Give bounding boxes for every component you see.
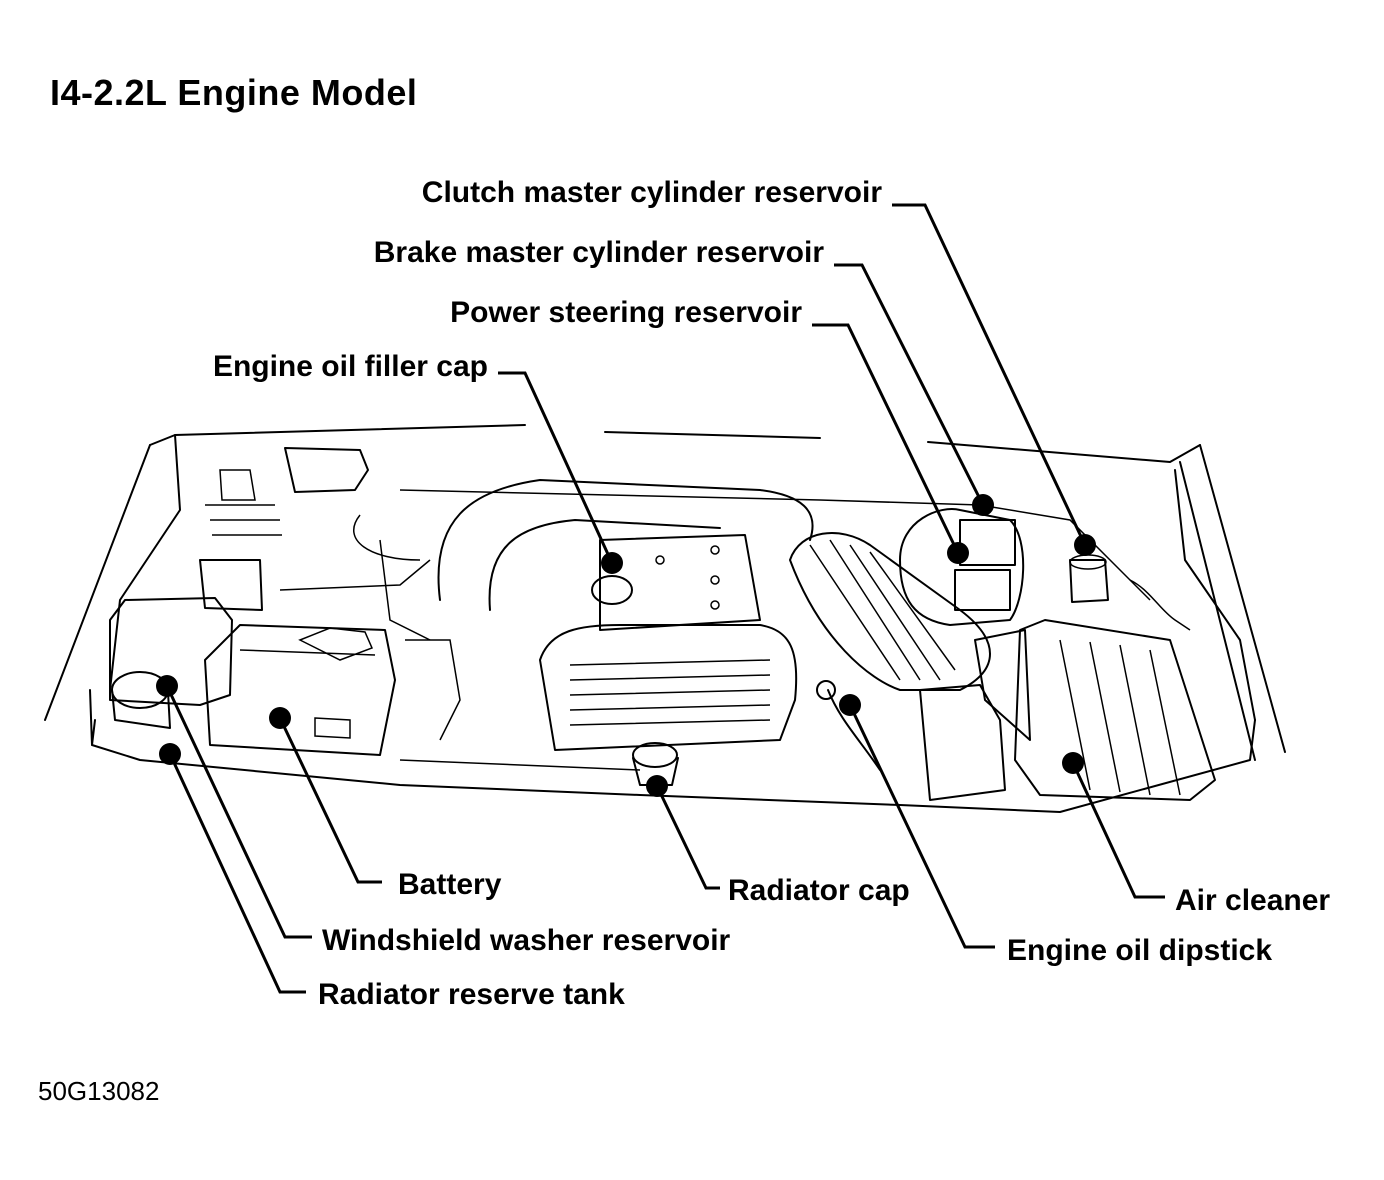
battery-shape	[204, 624, 396, 756]
leader-washer-reservoir	[165, 685, 312, 939]
label-air-cleaner: Air cleaner	[1175, 884, 1330, 917]
label-engine-oil-dipstick: Engine oil dipstick	[1007, 934, 1272, 967]
leader-oil-filler-cap	[498, 371, 614, 564]
engine-illustration	[44, 424, 1286, 813]
leader-power-steering	[812, 323, 960, 554]
figure-code: 50G13082	[38, 1076, 160, 1106]
label-brake-master-cylinder-reservoir: Brake master cylinder reservoir	[374, 236, 825, 269]
leader-clutch-reservoir	[892, 203, 1087, 546]
label-clutch-master-cylinder-reservoir: Clutch master cylinder reservoir	[422, 176, 883, 209]
label-power-steering-reservoir: Power steering reservoir	[450, 296, 802, 329]
diagram-title: I4-2.2L Engine Model	[50, 72, 418, 113]
oil-filler-cap-shape	[591, 575, 633, 605]
label-radiator-reserve-tank: Radiator reserve tank	[318, 978, 625, 1011]
label-engine-oil-filler-cap: Engine oil filler cap	[213, 350, 488, 383]
leader-lines	[165, 203, 1165, 994]
leader-oil-dipstick	[848, 704, 995, 949]
label-windshield-washer-reservoir: Windshield washer reservoir	[322, 924, 731, 957]
washer-reservoir-shape	[109, 597, 233, 706]
label-radiator-cap: Radiator cap	[728, 874, 910, 907]
leader-air-cleaner	[1071, 762, 1165, 899]
leader-battery	[278, 717, 382, 884]
label-battery: Battery	[398, 868, 502, 901]
leader-brake-reservoir	[834, 263, 985, 506]
valve-cover-shape	[599, 534, 761, 631]
radiator-cap-shape	[632, 742, 678, 768]
air-cleaner-shape	[1014, 619, 1216, 801]
leader-radiator-reserve	[168, 753, 306, 994]
leader-radiator-cap	[655, 785, 720, 890]
callout-labels: Clutch master cylinder reservoir Brake m…	[213, 176, 1330, 1011]
